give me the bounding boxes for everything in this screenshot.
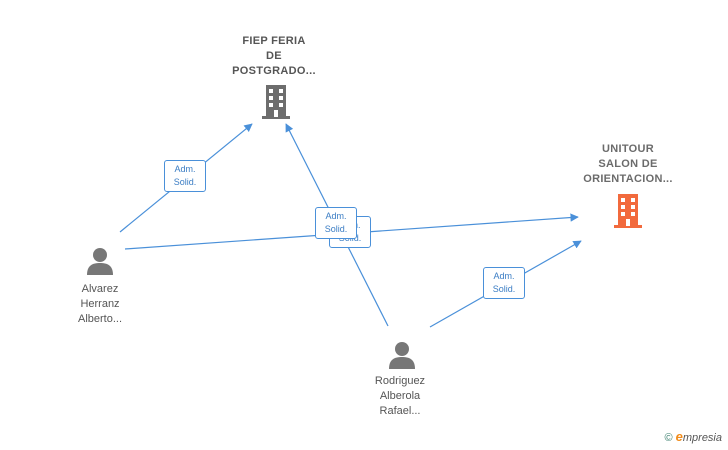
person-label-alvarez[interactable]: Alvarez Herranz Alberto...: [77, 283, 123, 325]
copyright-symbol: ©: [664, 432, 673, 444]
company-label-fiep[interactable]: FIEP FERIA DE POSTGRADO...: [232, 35, 316, 77]
person-icon[interactable]: [85, 246, 115, 276]
brand-name: mpresia: [682, 432, 722, 444]
building-icon[interactable]: [613, 193, 643, 229]
company-label-unitour[interactable]: UNITOUR SALON DE ORIENTACION...: [583, 143, 673, 185]
edge-badge-alvarez-fiep[interactable]: Adm. Solid.: [164, 160, 206, 192]
brand-initial: e: [675, 429, 683, 444]
person-icon[interactable]: [387, 340, 417, 370]
building-icon[interactable]: [261, 84, 291, 120]
empresia-watermark: © empresia: [664, 429, 722, 444]
edge-badge-alvarez-unitour[interactable]: Adm. Solid.: [315, 207, 357, 239]
person-label-rodriguez[interactable]: Rodriguez Alberola Rafael...: [374, 375, 426, 417]
edge-badge-rodriguez-unitour[interactable]: Adm. Solid.: [483, 267, 525, 299]
